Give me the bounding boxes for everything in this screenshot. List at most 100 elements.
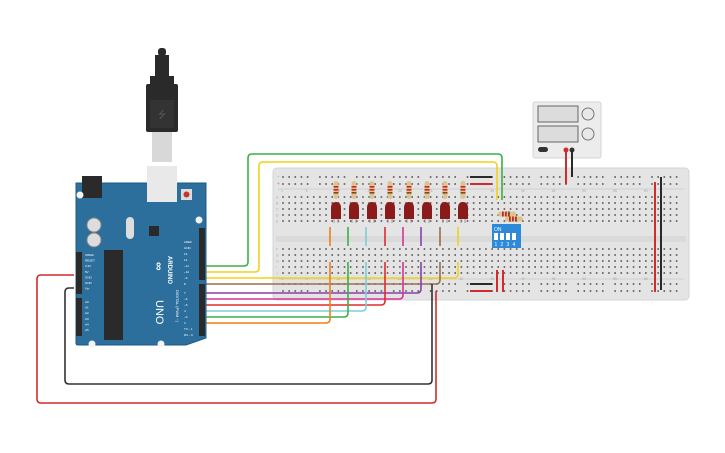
hole[interactable] — [294, 220, 297, 222]
hole[interactable] — [608, 248, 610, 250]
hole[interactable] — [392, 202, 395, 204]
rail-hole[interactable] — [522, 183, 524, 185]
rail-hole[interactable] — [583, 290, 586, 292]
rail-hole[interactable] — [399, 176, 401, 178]
hole[interactable] — [638, 266, 641, 268]
hole[interactable] — [343, 254, 346, 256]
hole[interactable] — [522, 254, 524, 256]
power-supply[interactable] — [532, 101, 602, 184]
rail-hole[interactable] — [448, 283, 450, 285]
hole[interactable] — [491, 254, 493, 256]
rail-hole[interactable] — [374, 176, 377, 178]
hole[interactable] — [651, 254, 653, 256]
hole[interactable] — [669, 208, 672, 210]
hole[interactable] — [282, 272, 284, 274]
hole[interactable] — [417, 196, 420, 198]
hole[interactable] — [448, 260, 450, 262]
hole[interactable] — [571, 266, 573, 268]
hole[interactable] — [392, 254, 395, 256]
hole[interactable] — [343, 220, 346, 222]
hole[interactable] — [306, 266, 309, 268]
hole[interactable] — [319, 260, 321, 262]
hole[interactable] — [509, 202, 512, 204]
hole[interactable] — [331, 248, 333, 250]
hole[interactable] — [319, 208, 321, 210]
hole[interactable] — [522, 214, 524, 216]
rail-hole[interactable] — [454, 290, 456, 292]
rail-hole[interactable] — [331, 176, 333, 178]
hole[interactable] — [571, 196, 573, 198]
hole[interactable] — [306, 248, 309, 250]
hole[interactable] — [669, 196, 672, 198]
hole[interactable] — [312, 196, 315, 198]
hole[interactable] — [380, 220, 383, 222]
hole[interactable] — [608, 196, 610, 198]
hole[interactable] — [546, 272, 549, 274]
hole[interactable] — [491, 208, 493, 210]
led[interactable] — [349, 202, 359, 223]
rail-hole[interactable] — [626, 176, 629, 178]
rail-hole[interactable] — [319, 290, 321, 292]
hole[interactable] — [429, 260, 432, 262]
rail-hole[interactable] — [515, 183, 518, 185]
rail-hole[interactable] — [620, 283, 623, 285]
digital-header-top[interactable] — [199, 228, 205, 280]
rail-hole[interactable] — [602, 290, 604, 292]
rail-hole[interactable] — [294, 176, 297, 178]
hole[interactable] — [632, 214, 635, 216]
hole[interactable] — [497, 272, 500, 274]
hole[interactable] — [675, 214, 678, 216]
hole[interactable] — [626, 220, 629, 222]
hole[interactable] — [337, 254, 340, 256]
hole[interactable] — [528, 272, 530, 274]
hole[interactable] — [528, 214, 530, 216]
hole[interactable] — [312, 260, 315, 262]
hole[interactable] — [503, 260, 506, 262]
hole[interactable] — [306, 214, 309, 216]
hole[interactable] — [435, 196, 438, 198]
rail-hole[interactable] — [288, 176, 290, 178]
rail-hole[interactable] — [589, 283, 592, 285]
hole[interactable] — [620, 260, 623, 262]
hole[interactable] — [442, 254, 444, 256]
hole[interactable] — [411, 248, 413, 250]
hole[interactable] — [312, 254, 315, 256]
rail-hole[interactable] — [288, 290, 290, 292]
rail-hole[interactable] — [417, 176, 420, 178]
hole[interactable] — [632, 220, 635, 222]
hole[interactable] — [540, 202, 543, 204]
rail-hole[interactable] — [638, 183, 641, 185]
rail-hole[interactable] — [417, 183, 420, 185]
hole[interactable] — [435, 220, 438, 222]
hole[interactable] — [577, 272, 579, 274]
hole[interactable] — [577, 254, 579, 256]
rail-hole[interactable] — [331, 290, 333, 292]
hole[interactable] — [319, 254, 321, 256]
hole[interactable] — [466, 260, 469, 262]
hole[interactable] — [325, 254, 327, 256]
rail-hole[interactable] — [509, 290, 512, 292]
hole[interactable] — [663, 196, 666, 198]
hole[interactable] — [522, 248, 524, 250]
hole[interactable] — [509, 208, 512, 210]
hole[interactable] — [312, 220, 315, 222]
hole[interactable] — [626, 248, 629, 250]
hole[interactable] — [614, 266, 616, 268]
rail-hole[interactable] — [306, 290, 309, 292]
hole[interactable] — [325, 220, 327, 222]
hole[interactable] — [657, 260, 659, 262]
hole[interactable] — [362, 202, 364, 204]
rail-hole[interactable] — [503, 290, 506, 292]
hole[interactable] — [319, 214, 321, 216]
hole[interactable] — [460, 272, 463, 274]
hole[interactable] — [651, 202, 653, 204]
rail-hole[interactable] — [454, 183, 456, 185]
hole[interactable] — [602, 220, 604, 222]
hole[interactable] — [657, 220, 659, 222]
hole[interactable] — [288, 272, 290, 274]
hole[interactable] — [534, 196, 536, 198]
rail-hole[interactable] — [411, 176, 413, 178]
hole[interactable] — [558, 220, 561, 222]
hole[interactable] — [448, 248, 450, 250]
hole[interactable] — [675, 260, 678, 262]
